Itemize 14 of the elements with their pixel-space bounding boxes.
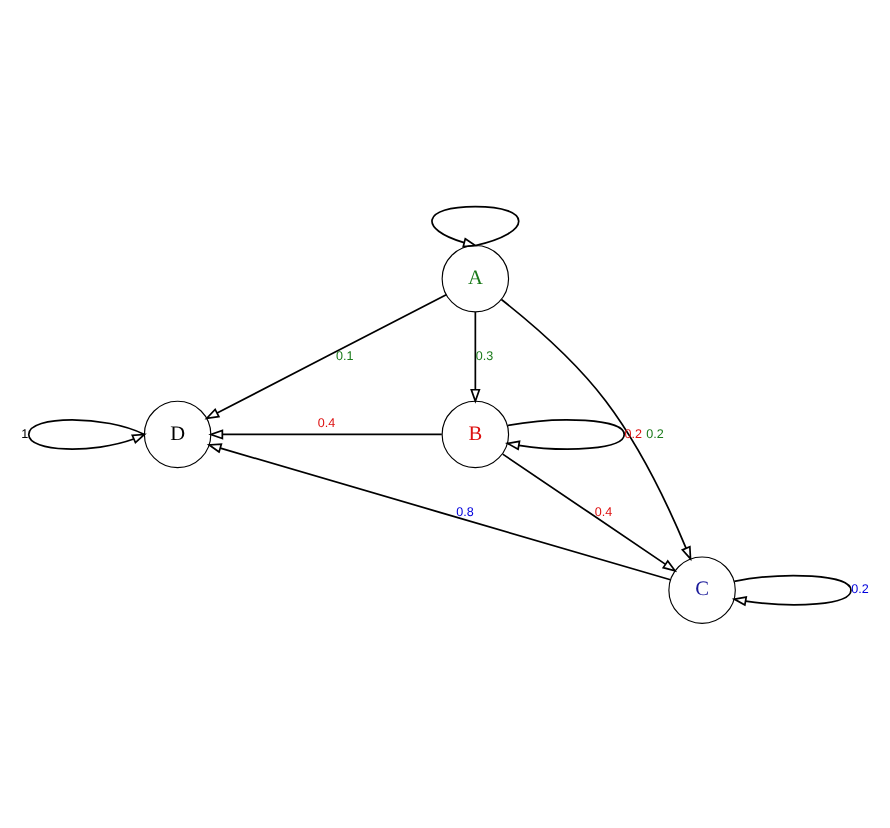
arrow: [501, 452, 678, 572]
node-circle: D: [143, 399, 212, 468]
arrow: [204, 293, 448, 419]
arrow: [470, 310, 481, 403]
arrow: [206, 442, 672, 580]
arrow: [431, 204, 520, 247]
arrow: [504, 418, 626, 450]
arrow: [731, 573, 852, 606]
arrow: [208, 428, 443, 439]
node-circle: C: [668, 555, 736, 623]
node-circle: A: [441, 243, 510, 312]
arrow: [27, 418, 147, 449]
arrow: [500, 297, 692, 561]
node-circle: B: [441, 399, 510, 468]
